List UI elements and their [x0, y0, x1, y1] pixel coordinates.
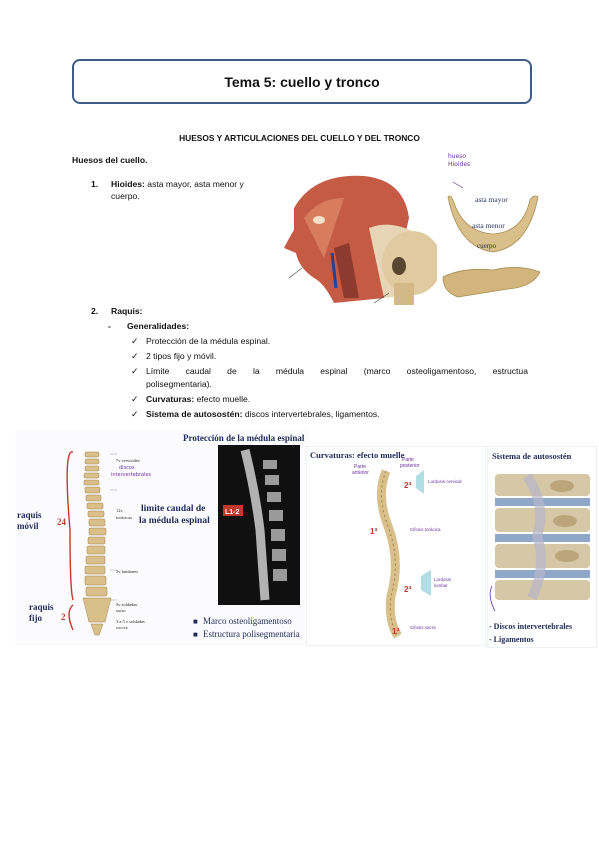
auto-item-1: - Discos intervertebrales	[489, 622, 572, 631]
check-5-text: discos intervertebrales, ligamentos.	[244, 409, 380, 419]
hyoid-hand-1: hueso	[448, 153, 467, 160]
curv-num-1a: 1ª	[370, 527, 377, 536]
spine-proteccion: Protección de la médula espinal	[183, 433, 305, 443]
check-4-label: Curvaturas:	[146, 394, 195, 404]
spine-bullet-1: Marco osteoligamentoso	[203, 616, 292, 626]
curv-hand-post-2: posterior	[400, 463, 420, 469]
curv-hand-ant-2: anterior	[352, 470, 369, 476]
spine-lbl-lumbares: 5v lumbares	[116, 569, 138, 574]
spine-raquis-movil-2: móvil	[17, 521, 39, 531]
curv-hand-lordosis-lumb-2: lumbar	[434, 583, 448, 588]
item2-dash: -	[108, 321, 111, 331]
hyoid-label-menor: asta menor	[472, 221, 505, 230]
hyoid-handwritten-note: hueso Hioides	[448, 153, 470, 169]
curv-hand-ant-1: Parte	[354, 464, 366, 470]
item2-label: Raquis:	[111, 306, 143, 316]
curv-hand-post-1: Parte	[402, 457, 414, 463]
item1-line1: asta mayor, asta menor y	[147, 179, 244, 189]
self-support-figure: Sistema de autosostén - Discos intervert…	[487, 446, 597, 648]
title-box: Tema 5: cuello y tronco	[72, 59, 532, 104]
spine-lbl-coccix-1: 3 a 5 v soldadas	[116, 619, 145, 624]
auto-title: Sistema de autosostén	[492, 451, 572, 461]
item1-number: 1.	[91, 179, 99, 189]
hyoid-label-mayor: asta mayor	[475, 195, 508, 204]
svg-text:■: ■	[193, 630, 198, 639]
spine-num-2: 2	[61, 612, 66, 622]
check-5-label: Sistema de autosostén:	[146, 409, 243, 419]
curv-hand-lordosis-lumb-1: Lordosis	[434, 577, 452, 582]
spine-num-24: 24	[57, 517, 67, 527]
item1-text: Hioides: asta mayor, asta menor y cuerpo…	[111, 178, 271, 202]
check-1: Protección de la médula espinal.	[131, 335, 270, 347]
section-heading: HUESOS Y ARTICULACIONES DEL CUELLO Y DEL…	[179, 133, 420, 143]
spine-raquis-movil-1: raquis	[17, 510, 42, 520]
curv-num-2b: 2ª	[404, 585, 411, 594]
spine-mri-label: L1-2	[225, 509, 240, 516]
spine-hand-discos-2: intervertebrales	[111, 472, 152, 478]
curv-num-1b: 1ª	[392, 627, 399, 636]
head-neck-muscles-image	[274, 168, 437, 308]
item1-line2: cuerpo.	[111, 191, 140, 201]
check-2: 2 tipos fijo y móvil.	[131, 350, 216, 362]
curv-num-2a: 2ª	[404, 481, 411, 490]
spine-lbl-sacro-2: sacro	[116, 608, 126, 613]
spine-figure: raquis móvil 24 raquis fijo 2 7v cervica…	[15, 430, 309, 645]
spine-limite-1: limite caudal de	[141, 504, 205, 514]
item2-sub-label: Generalidades:	[127, 321, 190, 331]
curv-hand-cifosis-sacra: Cifosis sacra	[410, 625, 436, 630]
spine-raquis-fijo-2: fijo	[29, 613, 42, 623]
neck-heading: Huesos del cuello.	[72, 155, 148, 165]
check-4: Curvaturas: efecto muelle.	[131, 393, 251, 405]
spine-lbl-toracicas-2: torácicas	[116, 515, 132, 520]
hyoid-bone-image: asta mayor asta menor cuerpo	[438, 152, 544, 310]
curv-hand-lordosis-cerv: Lordosis cervical	[428, 479, 462, 484]
hyoid-label-cuerpo: cuerpo	[477, 242, 497, 250]
page-title: Tema 5: cuello y tronco	[224, 73, 380, 90]
spine-lbl-cervicales: 7v cervicales	[116, 458, 140, 463]
spine-bullet-2: Estructura polisegmentaria	[203, 629, 300, 639]
spine-lbl-toracicas-1: 12v	[116, 508, 124, 513]
hyoid-hand-2: Hioides	[448, 161, 471, 168]
spine-raquis-fijo-1: raquis	[29, 602, 54, 612]
spine-hand-discos-1: discos	[119, 465, 135, 471]
spine-lbl-sacro-1: 5v soldadas	[116, 602, 137, 607]
check-3-line2: polisegmentaria).	[146, 379, 212, 389]
check-3-line1: Límite caudal de la médula espinal (marc…	[131, 365, 528, 377]
item1-label: Hioides:	[111, 179, 145, 189]
check-5: Sistema de autosostén: discos interverte…	[131, 408, 380, 420]
spine-limite-2: la médula espinal	[139, 516, 210, 526]
curv-title: Curvaturas: efecto muelle	[310, 450, 405, 460]
check-4-text: efecto muelle.	[196, 394, 251, 404]
svg-text:■: ■	[193, 617, 198, 626]
auto-item-2: - Ligamentos	[489, 635, 534, 644]
curvatures-figure: Curvaturas: efecto muelle Parte posterio…	[306, 446, 486, 646]
item2-number: 2.	[91, 306, 99, 316]
spine-lbl-coccix-2: coccix	[116, 625, 128, 630]
curv-hand-cifosis: Cifosis torácica	[410, 527, 441, 532]
